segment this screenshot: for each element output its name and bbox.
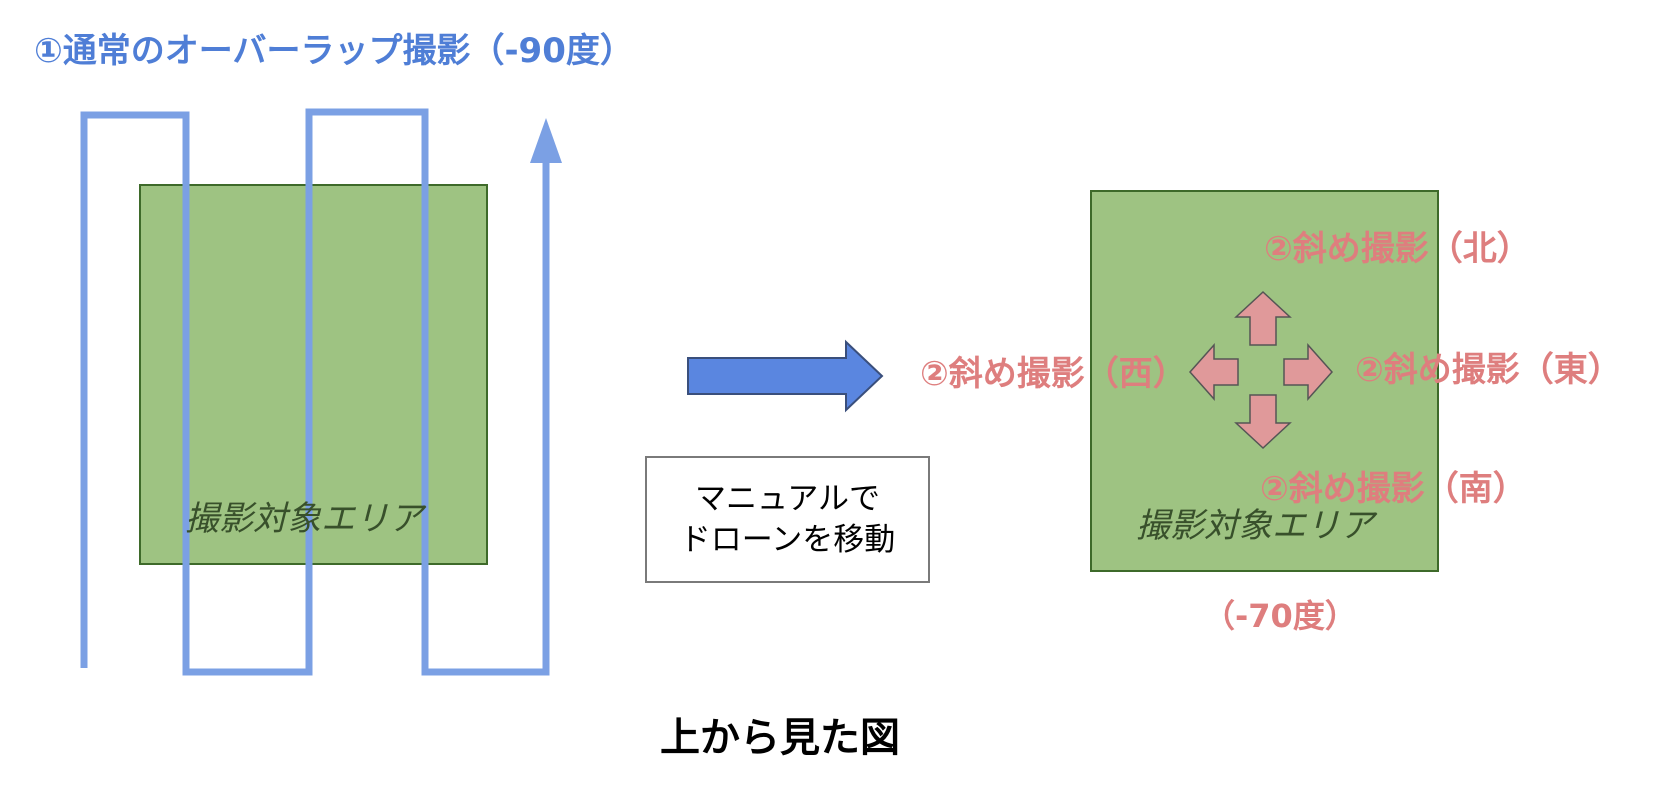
top-view-caption: 上から見た図 [660, 715, 900, 761]
manual-move-box: マニュアルで ドローンを移動 [645, 456, 930, 583]
oblique-south-label: ②斜め撮影（南） [1260, 469, 1527, 509]
target-area-left [139, 184, 488, 565]
target-area-right [1090, 190, 1439, 572]
serpentine-flight-path [80, 108, 550, 676]
oblique-north-label: ②斜め撮影（北） [1264, 229, 1531, 269]
normal-overlap-title: ①通常のオーバーラップ撮影（-90度） [34, 31, 634, 71]
target-area-right-label: 撮影対象エリア [1136, 506, 1374, 546]
right-arrow-icon [687, 339, 884, 413]
arrow-left-icon [1188, 343, 1239, 401]
target-area-left-label: 撮影対象エリア [185, 499, 423, 539]
oblique-angle-label: （-70度） [1203, 597, 1357, 635]
manual-move-line1: マニュアルで [694, 481, 881, 518]
manual-move-line2: ドローンを移動 [679, 521, 896, 558]
arrow-right-icon [1283, 343, 1334, 401]
arrow-down-icon [1234, 394, 1292, 450]
arrow-up-icon [1234, 290, 1292, 346]
oblique-east-label: ②斜め撮影（東） [1355, 350, 1622, 390]
flight-path-arrowhead-icon [530, 118, 562, 163]
oblique-west-label: ②斜め撮影（西） [920, 354, 1187, 394]
